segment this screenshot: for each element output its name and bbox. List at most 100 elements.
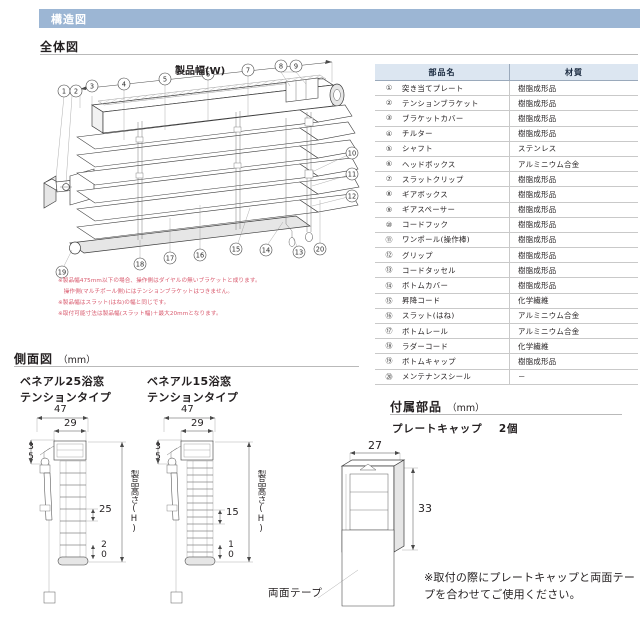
dim-27-cap: 27	[368, 439, 382, 452]
part-material: 樹脂成形品	[509, 95, 638, 112]
dim-bottom-view0: 20	[99, 540, 109, 560]
svg-text:13: 13	[295, 249, 303, 257]
dim-33-cap: 33	[418, 502, 432, 515]
part-material: 化学繊維	[509, 338, 638, 355]
part-number: ①	[375, 80, 399, 97]
svg-text:17: 17	[166, 255, 174, 263]
accessory-part-line: プレートキャップ 2個	[392, 421, 518, 436]
part-name: ラダーコード	[399, 338, 510, 355]
svg-text:15: 15	[232, 246, 240, 254]
part-number: ⑮	[375, 293, 399, 309]
callout-markers: 1 2 3 4 5 6 7 8 9 10 11 12 13 14 15 16 1…	[55, 59, 359, 279]
red-note-3: ※取付可能寸法は製品幅(スラット幅)＋最大20mmとなります。	[58, 310, 222, 317]
dim-29-view1: 29	[191, 418, 204, 429]
part-number: ④	[375, 126, 399, 142]
height-label-view0: 製品高さ(H)	[129, 470, 139, 534]
svg-text:10: 10	[348, 150, 356, 158]
part-name: スラットクリップ	[399, 171, 510, 188]
red-note-2: ※製品幅はスラット(はね)の幅と同じです。	[58, 299, 170, 306]
dim-29-view0: 29	[64, 418, 77, 429]
part-material: －	[509, 369, 638, 385]
part-name: 昇降コード	[399, 293, 510, 309]
part-number: ⑳	[375, 369, 399, 385]
part-material: 樹脂成形品	[509, 232, 638, 249]
part-name: ボトムキャップ	[399, 353, 510, 370]
part-name: 突き当てプレート	[399, 80, 510, 97]
part-material: 樹脂成形品	[509, 80, 638, 97]
part-name: ヘッドボックス	[399, 156, 510, 173]
parts-table-header-row: 部品名 材質	[375, 64, 638, 81]
part-material: 化学繊維	[509, 293, 638, 309]
part-number: ⑨	[375, 202, 399, 218]
part-number: ②	[375, 95, 399, 112]
part-name: ギアスペーサー	[399, 202, 510, 218]
section-unit-side: （mm）	[58, 355, 96, 366]
part-number: ⑦	[375, 171, 399, 188]
ladder-cords	[135, 111, 242, 240]
part-material: 樹脂成形品	[509, 262, 638, 279]
dim-35-view0: 35	[26, 442, 36, 462]
part-number: ⑯	[375, 308, 399, 325]
part-name: テンションブラケット	[399, 95, 510, 112]
accessory-part-name: プレートキャップ	[392, 423, 483, 435]
svg-text:6: 6	[206, 71, 210, 79]
section-title-accessory: 付属部品 （mm）	[390, 396, 485, 415]
divider-side	[14, 366, 359, 367]
part-name: ボトムレール	[399, 323, 510, 340]
divider-overall	[40, 54, 638, 55]
red-warning-notes: ※製品幅475mm以下の場合、操作側はダイヤルの無いブラケットと成ります。 操作…	[58, 276, 261, 320]
side-view-title-0-line2: テンションタイプ	[20, 390, 112, 404]
part-number: ⑲	[375, 353, 399, 370]
part-name: ボトムカバー	[399, 277, 510, 294]
part-material: 樹脂成形品	[509, 110, 638, 127]
part-number: ⑰	[375, 323, 399, 340]
svg-text:8: 8	[279, 63, 283, 71]
double-sided-tape-label: 両面テープ	[268, 587, 323, 599]
svg-text:12: 12	[348, 193, 356, 201]
svg-text:9: 9	[294, 63, 298, 71]
dim-47-view0: 47	[54, 404, 67, 415]
side-view-15	[156, 416, 253, 604]
part-name: スラット(はね)	[399, 308, 510, 325]
svg-text:5: 5	[163, 76, 167, 84]
part-number: ⑤	[375, 141, 399, 157]
one-pole-wand	[304, 112, 314, 242]
page-title: 構造図	[51, 13, 87, 26]
svg-text:2: 2	[74, 88, 78, 96]
part-number: ⑭	[375, 277, 399, 294]
part-number: ③	[375, 110, 399, 127]
side-view-title-1-line1: ベネアル15浴窓	[147, 375, 232, 388]
svg-text:1: 1	[62, 88, 66, 96]
part-name: グリップ	[399, 247, 510, 264]
part-material: 樹脂成形品	[509, 186, 638, 203]
svg-text:4: 4	[122, 81, 126, 89]
part-number: ⑬	[375, 262, 399, 279]
part-number: ⑧	[375, 186, 399, 203]
svg-text:18: 18	[136, 261, 144, 269]
accessory-quantity: 2個	[498, 423, 519, 435]
part-number: ⑱	[375, 338, 399, 355]
column-header-material: 材質	[509, 64, 638, 81]
